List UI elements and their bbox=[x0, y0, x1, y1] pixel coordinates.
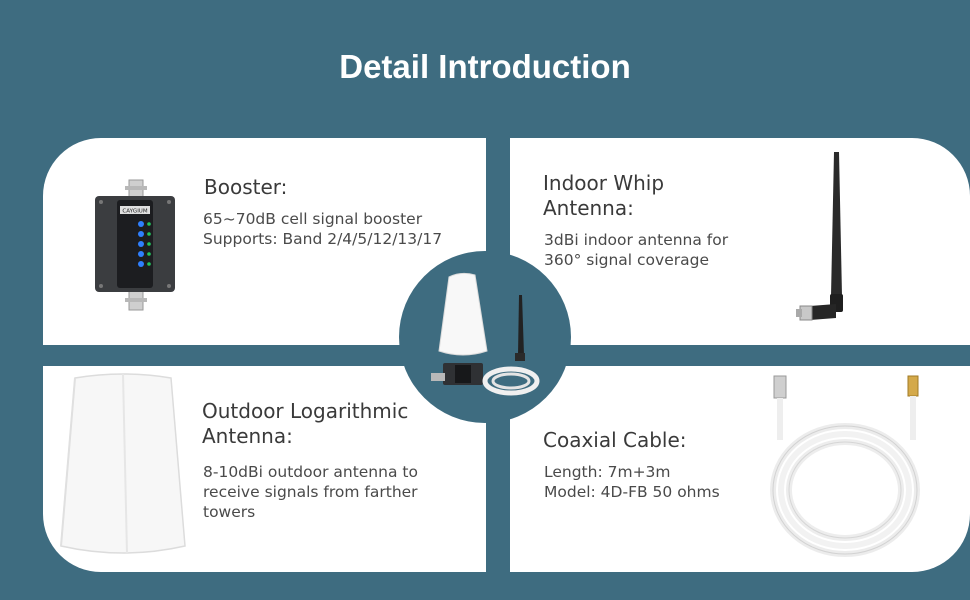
booster-image: CAYGIUM bbox=[95, 179, 175, 311]
outdoor-antenna-card: Outdoor Logarithmic Antenna: 8-10dBi out… bbox=[43, 366, 486, 572]
booster-description: 65~70dB cell signal booster Supports: Ba… bbox=[203, 210, 443, 248]
whip-antenna-description: 3dBi indoor antenna for 360° signal cove… bbox=[544, 231, 729, 269]
whip-antenna-heading: Indoor Whip Antenna: bbox=[543, 171, 665, 220]
page-title: Detail Introduction bbox=[339, 48, 631, 85]
whip-antenna-card: Indoor Whip Antenna: 3dBi indoor antenna… bbox=[510, 138, 970, 345]
outdoor-antenna-description: 8-10dBi outdoor antenna to receive signa… bbox=[203, 463, 418, 521]
booster-brand: CAYGIUM bbox=[122, 209, 147, 215]
booster-heading: Booster: bbox=[204, 175, 288, 199]
kit-overview-circle bbox=[399, 251, 571, 423]
coaxial-cable-description: Length: 7m+3m Model: 4D-FB 50 ohms bbox=[544, 463, 720, 501]
outdoor-antenna-heading: Outdoor Logarithmic Antenna: bbox=[202, 399, 409, 448]
booster-card: CAYGIUM Booster: 65~70dB cell signal boo… bbox=[43, 138, 486, 345]
coaxial-cable-heading: Coaxial Cable: bbox=[543, 428, 687, 452]
kit-overview-image bbox=[431, 272, 540, 396]
outdoor-antenna-image bbox=[60, 373, 186, 555]
whip-antenna-image bbox=[796, 152, 843, 321]
coaxial-cable-card: Coaxial Cable: Length: 7m+3m Model: 4D-F… bbox=[510, 366, 970, 572]
coaxial-cable-image bbox=[770, 375, 920, 557]
